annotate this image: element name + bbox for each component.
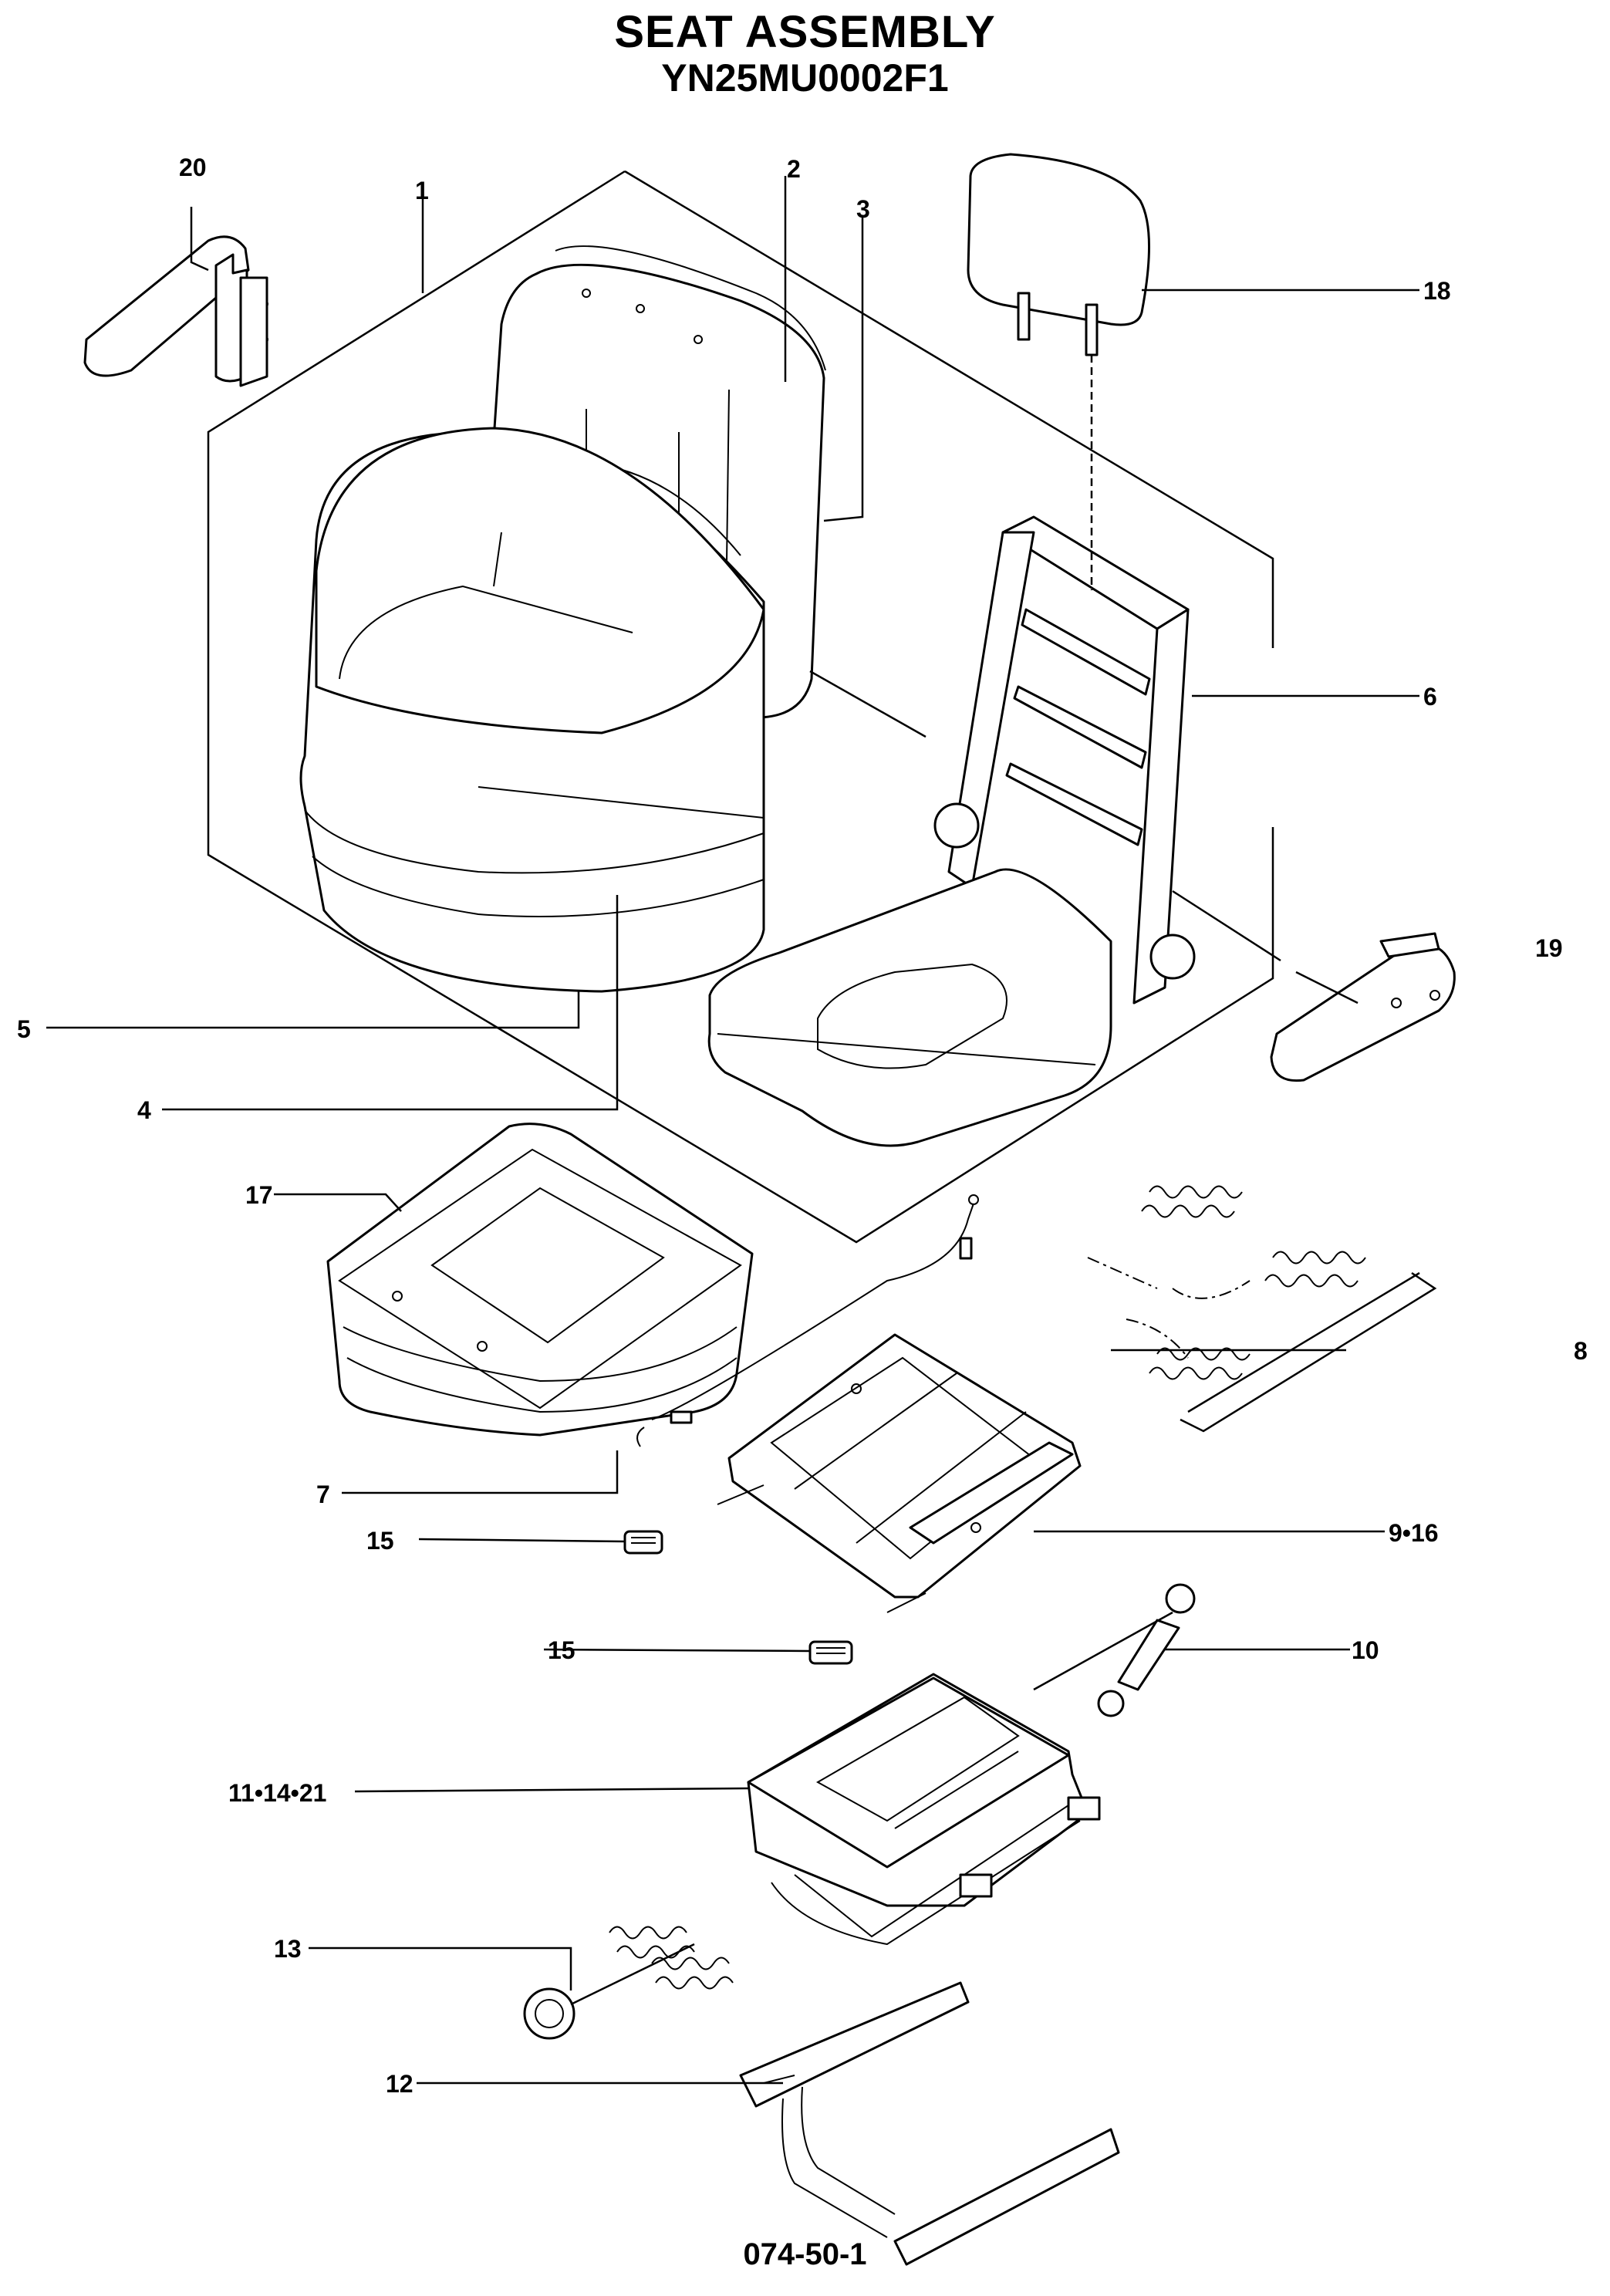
part-shock-absorber: [1033, 1583, 1196, 1717]
callout-17: 17: [245, 1181, 273, 1209]
callout-9-16: 9•16: [1389, 1519, 1439, 1547]
part-seat-frame: [707, 515, 1196, 1147]
part-suspension-cover: [326, 1123, 754, 1437]
part-seat-slide: [717, 1333, 1082, 1613]
callout-11-14-21: 11•14•21: [228, 1779, 326, 1807]
diagram-subtitle: YN25MU0002F1: [661, 56, 949, 100]
callout-13: 13: [274, 1935, 302, 1963]
callout-10: 10: [1352, 1636, 1379, 1664]
callout-15b: 15: [548, 1636, 575, 1664]
callout-1: 1: [415, 177, 429, 204]
callout-8: 8: [1574, 1337, 1588, 1365]
leader-lines: [46, 176, 1419, 2085]
part-lever-15a: [623, 1530, 663, 1555]
part-headrest: [967, 153, 1151, 590]
part-suspension: [747, 1673, 1101, 1946]
part-armrest-left: [83, 235, 268, 387]
part-lever-15b: [808, 1640, 853, 1665]
callout-15a: 15: [366, 1527, 394, 1555]
assembly-1-outline: [207, 170, 1274, 1244]
diagram-title: SEAT ASSEMBLY: [614, 7, 996, 57]
callout-6: 6: [1423, 683, 1437, 711]
callout-19: 19: [1535, 934, 1563, 962]
callout-5: 5: [17, 1015, 31, 1043]
part-cable: [636, 1194, 979, 1447]
callout-3: 3: [856, 195, 870, 223]
callout-12: 12: [386, 2070, 413, 2098]
part-slide-rails: [739, 1981, 1120, 2266]
part-height-adjuster: [523, 1926, 734, 2040]
callout-7: 7: [316, 1481, 330, 1508]
figure-code: 074-50-1: [743, 2237, 867, 2271]
callout-4: 4: [137, 1096, 151, 1124]
part-armrest-right: [1172, 890, 1456, 1082]
callout-18: 18: [1423, 277, 1451, 305]
part-seat-cushion: [299, 427, 765, 993]
part-springs: [1087, 1185, 1437, 1433]
callouts: 20 1 2 3 18 6 19 5 4 17 8 7 9•16 15 15 1…: [17, 154, 1588, 2098]
callout-20: 20: [179, 154, 207, 181]
callout-2: 2: [787, 155, 801, 183]
